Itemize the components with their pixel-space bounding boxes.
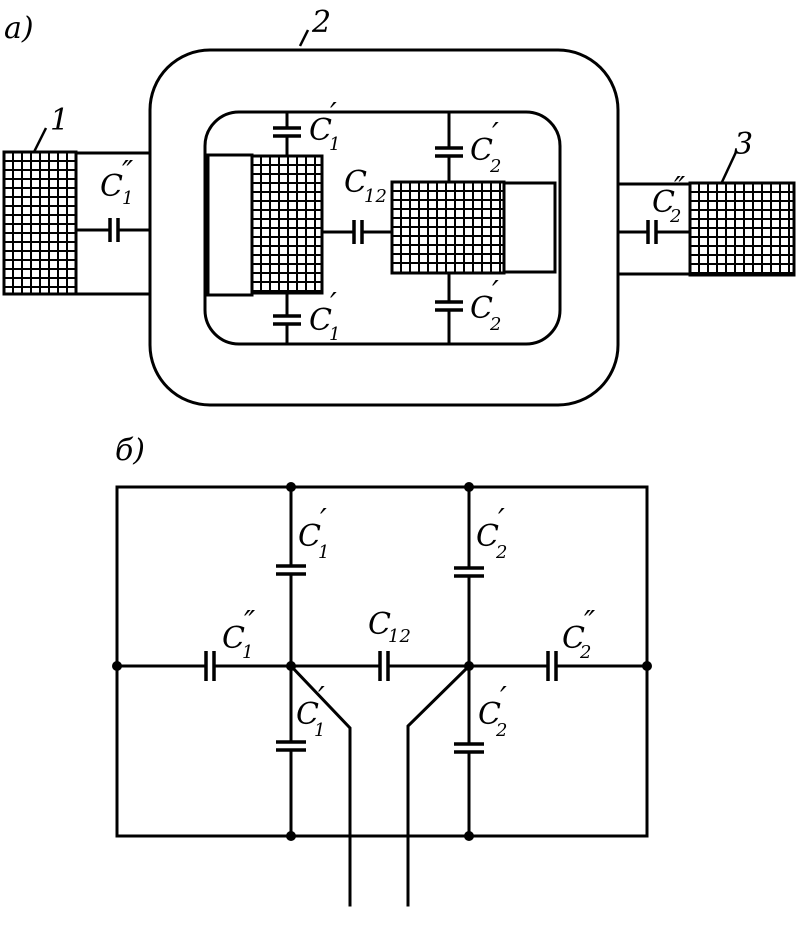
b-node-top-right bbox=[464, 482, 474, 492]
panel-a: a) 2 1 C ″ 1 bbox=[2, 5, 796, 407]
svg-text:C: C bbox=[298, 519, 321, 554]
svg-text:1: 1 bbox=[122, 188, 133, 209]
svg-text:′: ′ bbox=[330, 97, 337, 132]
svg-text:12: 12 bbox=[388, 626, 411, 647]
winding-inner-right bbox=[390, 180, 506, 275]
svg-text:″: ″ bbox=[244, 605, 256, 640]
svg-text:1: 1 bbox=[242, 642, 253, 663]
label-c2p-top-b: C ′ 2 bbox=[476, 503, 507, 563]
b-node-bottom-left bbox=[286, 831, 296, 841]
svg-text:′: ′ bbox=[330, 287, 337, 322]
svg-text:C: C bbox=[368, 607, 391, 642]
label-c2pp-b: C ″ 2 bbox=[562, 605, 596, 663]
svg-text:′: ′ bbox=[498, 503, 505, 538]
svg-text:C: C bbox=[470, 291, 493, 326]
svg-text:C: C bbox=[652, 185, 675, 220]
svg-text:″: ″ bbox=[584, 605, 596, 640]
svg-text:′: ′ bbox=[492, 275, 499, 310]
label-c1p-top-b: C ′ 1 bbox=[298, 503, 329, 563]
winding-1-label: 1 bbox=[50, 103, 69, 138]
svg-text:C: C bbox=[478, 697, 501, 732]
label-c2p-bot-a: C ′ 2 bbox=[470, 275, 501, 335]
b-node-mid-far-right bbox=[642, 661, 652, 671]
svg-text:2: 2 bbox=[489, 156, 501, 177]
svg-text:C: C bbox=[476, 519, 499, 554]
svg-text:″: ″ bbox=[122, 155, 134, 190]
svg-text:′: ′ bbox=[320, 503, 327, 538]
svg-text:1: 1 bbox=[318, 542, 329, 563]
b-terminal-right-lead bbox=[406, 663, 472, 907]
label-c1pp-b: C ″ 1 bbox=[222, 605, 256, 663]
label-c12-a: C 12 bbox=[344, 165, 387, 207]
svg-text:C: C bbox=[470, 133, 493, 168]
core-leader bbox=[298, 29, 310, 47]
winding-3-leader bbox=[720, 151, 738, 183]
label-c2p-bot-b: C ′ 2 bbox=[478, 681, 507, 741]
svg-text:′: ′ bbox=[492, 117, 499, 152]
label-c2pp-a: C ″ 2 bbox=[652, 171, 686, 227]
svg-text:′: ′ bbox=[500, 681, 507, 716]
svg-text:C: C bbox=[562, 621, 585, 656]
svg-text:C: C bbox=[296, 697, 319, 732]
svg-text:1: 1 bbox=[329, 324, 340, 345]
label-c1p-top-a: C ′ 1 bbox=[309, 97, 340, 155]
b-node-bottom-right bbox=[464, 831, 474, 841]
panel-a-label: a) bbox=[4, 11, 34, 46]
svg-text:1: 1 bbox=[329, 134, 340, 155]
b-node-mid-right bbox=[464, 661, 474, 671]
svg-text:′: ′ bbox=[318, 681, 325, 716]
core-label: 2 bbox=[311, 5, 331, 40]
svg-text:C: C bbox=[222, 621, 245, 656]
svg-text:2: 2 bbox=[495, 720, 507, 741]
label-c1p-bot-a: C ′ 1 bbox=[309, 287, 340, 345]
label-c12-b: C 12 bbox=[368, 607, 411, 647]
svg-text:C: C bbox=[344, 165, 367, 200]
core-outer-outline bbox=[148, 48, 620, 407]
svg-text:C: C bbox=[309, 113, 332, 148]
svg-text:″: ″ bbox=[674, 171, 686, 206]
label-c1pp-a: C ″ 1 bbox=[100, 155, 134, 209]
winding-1 bbox=[2, 150, 78, 296]
svg-text:C: C bbox=[100, 169, 123, 204]
panel-b: б) bbox=[112, 433, 652, 907]
b-node-mid-far-left bbox=[112, 661, 122, 671]
core-window-outline bbox=[203, 110, 562, 346]
winding-inner-left bbox=[250, 154, 324, 295]
winding-1-leader bbox=[32, 127, 48, 153]
winding-3 bbox=[688, 181, 796, 277]
svg-text:C: C bbox=[309, 303, 332, 338]
b-terminal-left-lead bbox=[288, 663, 352, 907]
svg-text:12: 12 bbox=[364, 186, 387, 207]
svg-text:2: 2 bbox=[579, 642, 591, 663]
svg-text:2: 2 bbox=[495, 542, 507, 563]
svg-text:2: 2 bbox=[669, 206, 681, 227]
b-node-top-left bbox=[286, 482, 296, 492]
winding-3-label: 3 bbox=[734, 127, 753, 162]
label-c1p-bot-b: C ′ 1 bbox=[296, 681, 325, 741]
panel-b-label: б) bbox=[115, 433, 145, 468]
svg-text:1: 1 bbox=[314, 720, 325, 741]
svg-text:2: 2 bbox=[489, 314, 501, 335]
label-c2p-top-a: C ′ 2 bbox=[470, 117, 501, 177]
b-node-mid-left bbox=[286, 661, 296, 671]
